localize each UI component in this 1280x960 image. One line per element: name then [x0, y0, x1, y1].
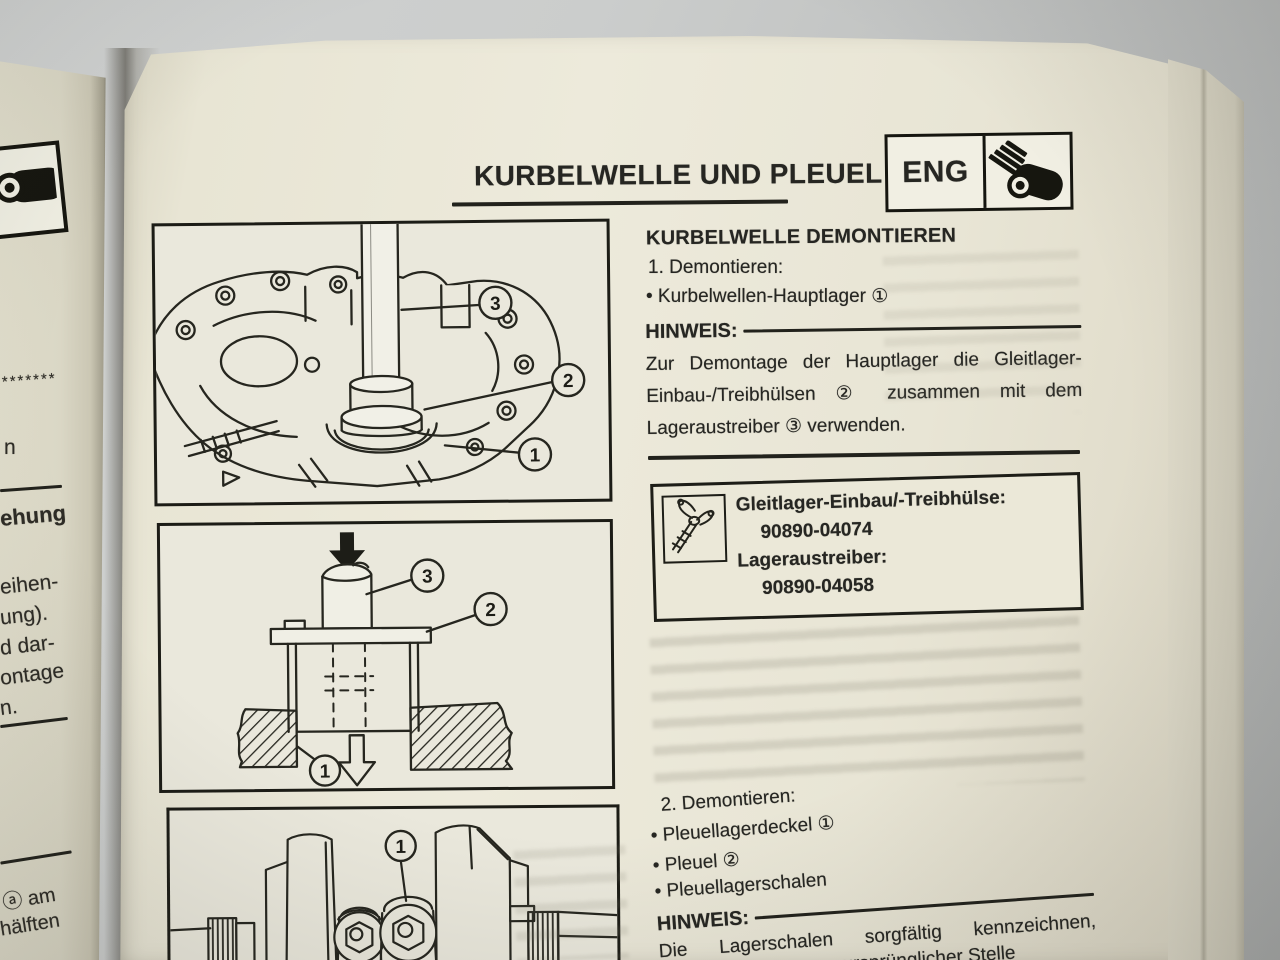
- tool2-number: 90890-04058: [761, 574, 875, 599]
- cylinder-icon: [0, 167, 66, 203]
- figure3-callout-1: 1: [395, 837, 406, 858]
- left-page-chapter-badge: [0, 140, 69, 242]
- engine-icon: [985, 135, 1070, 208]
- step1-lead: 1. Demontieren:: [648, 257, 784, 278]
- figure1-callout-1: 1: [530, 445, 541, 466]
- figure2-callout-2: 2: [485, 600, 496, 621]
- chapter-badge-label: ENG: [887, 135, 987, 210]
- special-tool-box: Gleitlager-Einbau/-Treibhülse: 90890-040…: [650, 472, 1084, 622]
- left-page-fragment: ung).: [0, 601, 49, 630]
- special-tool-icon: [661, 493, 728, 564]
- tool1-name: Gleitlager-Einbau/-Treibhülse:: [735, 487, 1007, 516]
- note1-label: HINWEIS:: [645, 319, 738, 344]
- step1-item: • Kurbelwellen-Hauptlager ①: [646, 286, 889, 307]
- figure-crankcase-bearing-removal: 3 2 1: [151, 218, 613, 507]
- tool2-name: Lageraustreiber:: [737, 546, 888, 572]
- print-bleed-through: [649, 614, 1085, 796]
- figure1-callout-3: 3: [490, 294, 501, 315]
- figure1-callout-2: 2: [563, 371, 574, 392]
- figure2-callout-3: 3: [422, 567, 433, 588]
- figure2-callout-1: 1: [320, 761, 331, 782]
- print-bleed-through: [512, 838, 630, 960]
- left-page-fragment: n.: [0, 695, 19, 720]
- print-bleed-through: [882, 244, 1082, 416]
- page-title: KURBELWELLE UND PLEUEL: [473, 157, 883, 192]
- chapter-badge: ENG: [884, 131, 1074, 213]
- tool1-number: 90890-04074: [760, 518, 873, 543]
- figure-bearing-press-schematic: 3 2 1: [156, 519, 616, 793]
- page-stack-edge: [1168, 59, 1244, 960]
- left-page-fragment: n: [4, 436, 16, 459]
- figure-crankshaft-connecting-rods: 1: [166, 804, 621, 960]
